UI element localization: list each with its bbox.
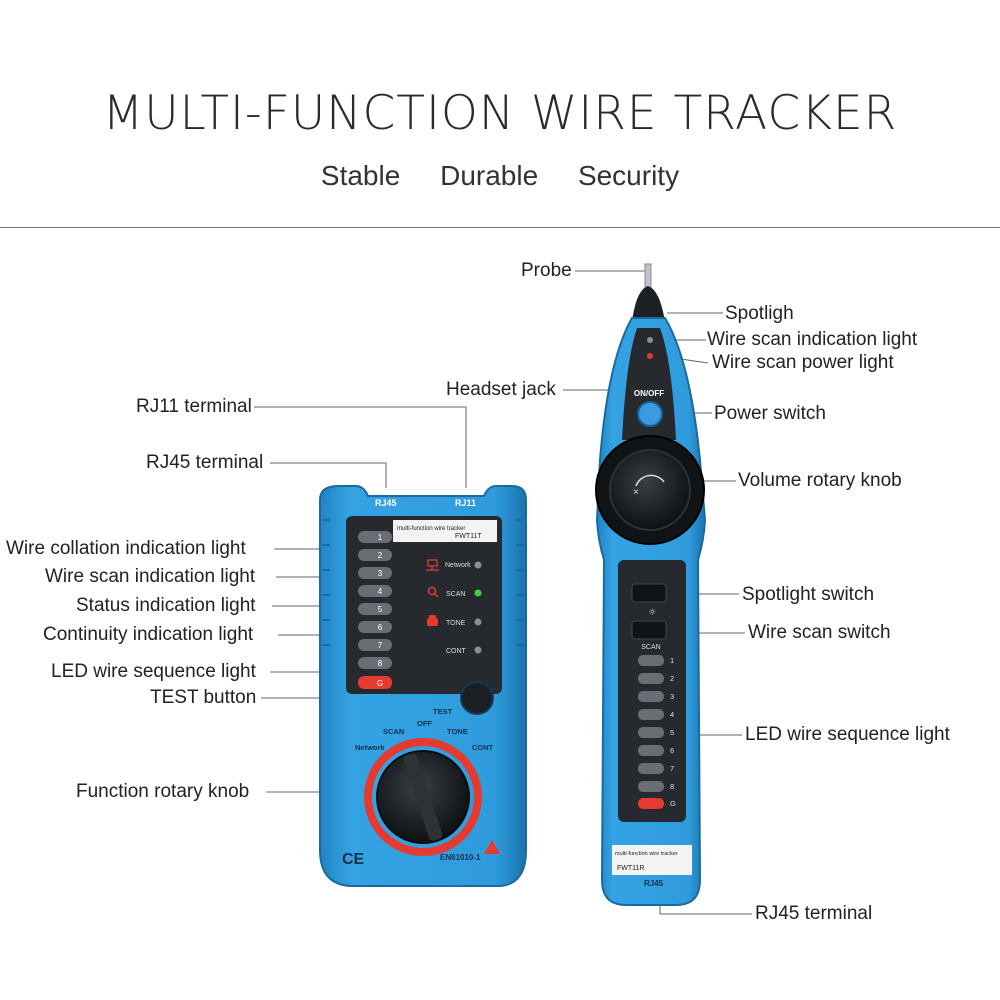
callout-receiver-rj45: RJ45 terminal: [755, 903, 873, 924]
r-led-6: 6: [670, 746, 674, 755]
callout-volume-knob: Volume rotary knob: [738, 470, 902, 491]
header-divider: [0, 227, 1000, 228]
warning-icon: [484, 840, 500, 854]
r-led-3: 3: [670, 692, 674, 701]
standard-label: EN61010-1: [440, 853, 481, 862]
callout-led-sequence-light: LED wire sequence light: [51, 661, 256, 682]
t-led-6: 6: [378, 623, 383, 632]
svg-text:FWT11R: FWT11R: [617, 865, 644, 872]
transmitter-led-column: [358, 531, 392, 689]
svg-text:FWT11T: FWT11T: [455, 533, 482, 540]
t-led-5: 5: [378, 605, 383, 614]
r-led-8: 8: [670, 782, 674, 791]
search-icon: [427, 586, 439, 598]
t-status-cont: CONT: [446, 648, 467, 655]
spotlight-switch[interactable]: [631, 583, 667, 603]
feature-list: Stable Durable Security: [0, 160, 1000, 192]
test-label: TEST: [433, 707, 453, 716]
sun-icon: ☼: [648, 608, 656, 618]
callout-probe: Probe: [521, 260, 572, 281]
wire-scan-switch[interactable]: [631, 620, 667, 640]
ce-mark: CE: [342, 851, 365, 868]
callout-spotlight-switch: Spotlight switch: [742, 584, 875, 605]
callout-wire-scan-light: Wire scan indication light: [45, 566, 256, 587]
feature-durable: Durable: [440, 160, 539, 191]
test-button[interactable]: [460, 681, 494, 715]
receiver-led-column: [638, 655, 664, 809]
receiver-rj45-label: RJ45: [644, 879, 664, 888]
callout-wire-scan-power: Wire scan power light: [712, 352, 894, 373]
t-led-8: 8: [378, 659, 383, 668]
feature-security: Security: [577, 160, 680, 191]
t-led-4: 4: [378, 587, 383, 596]
t-led-2: 2: [378, 551, 383, 560]
svg-text:×: ×: [633, 487, 639, 498]
callout-receiver-led-sequence: LED wire sequence light: [745, 724, 950, 745]
r-led-1: 1: [670, 656, 674, 665]
r-led-g: G: [670, 799, 676, 808]
t-led-1: 1: [378, 533, 383, 542]
dial-tone-label: TONE: [447, 727, 468, 736]
callout-test-button: TEST button: [150, 687, 257, 708]
network-icon: [426, 559, 439, 571]
callout-status-light: Status indication light: [76, 595, 256, 616]
callout-wire-collation-light: Wire collation indication light: [6, 538, 246, 559]
svg-text:multi-function wire tracker: multi-function wire tracker: [615, 851, 678, 857]
transmitter-rj11-label: RJ11: [455, 498, 476, 508]
scan-led: [474, 589, 482, 597]
callout-spotlight: Spotligh: [725, 303, 794, 324]
callout-function-knob: Function rotary knob: [76, 781, 250, 802]
svg-text:multi-function wire tracker: multi-function wire tracker: [397, 526, 465, 532]
r-led-7: 7: [670, 764, 674, 773]
r-led-4: 4: [670, 710, 674, 719]
t-status-scan: SCAN: [446, 591, 465, 598]
dial-cont-label: CONT: [472, 743, 494, 752]
r-led-2: 2: [670, 674, 674, 683]
page-title: MULTI-FUNCTION WIRE TRACKER: [102, 86, 898, 141]
callout-rj11-terminal: RJ11 terminal: [136, 396, 252, 417]
t-led-3: 3: [378, 569, 383, 578]
callout-wire-scan-switch: Wire scan switch: [748, 622, 891, 643]
r-led-5: 5: [670, 728, 674, 737]
phone-icon: [427, 615, 438, 626]
callout-power-switch: Power switch: [714, 403, 826, 424]
callout-wire-scan-indicator: Wire scan indication light: [707, 329, 918, 350]
transmitter-rj45-label: RJ45: [375, 498, 397, 508]
dial-off-label: OFF: [417, 719, 432, 728]
t-status-tone: TONE: [446, 620, 466, 627]
t-status-network: Network: [445, 562, 471, 569]
dial-network-label: Network: [355, 743, 385, 752]
t-led-g: G: [377, 679, 383, 688]
callout-continuity-light: Continuity indication light: [43, 624, 254, 645]
cont-led: [474, 646, 482, 654]
network-led: [474, 561, 482, 569]
power-switch[interactable]: [637, 401, 663, 427]
receiver-power-led: [647, 353, 653, 359]
callout-rj45-terminal: RJ45 terminal: [146, 452, 264, 473]
callout-headset-jack: Headset jack: [446, 379, 556, 400]
tone-led: [474, 618, 482, 626]
feature-stable: Stable: [320, 160, 401, 191]
dial-scan-label: SCAN: [383, 727, 404, 736]
function-dial-ring: [364, 738, 482, 856]
t-led-7: 7: [378, 641, 383, 650]
receiver-scan-label: SCAN: [641, 644, 660, 651]
on-off-label: ON/OFF: [634, 389, 664, 398]
receiver-spotlight-led: [647, 337, 653, 343]
